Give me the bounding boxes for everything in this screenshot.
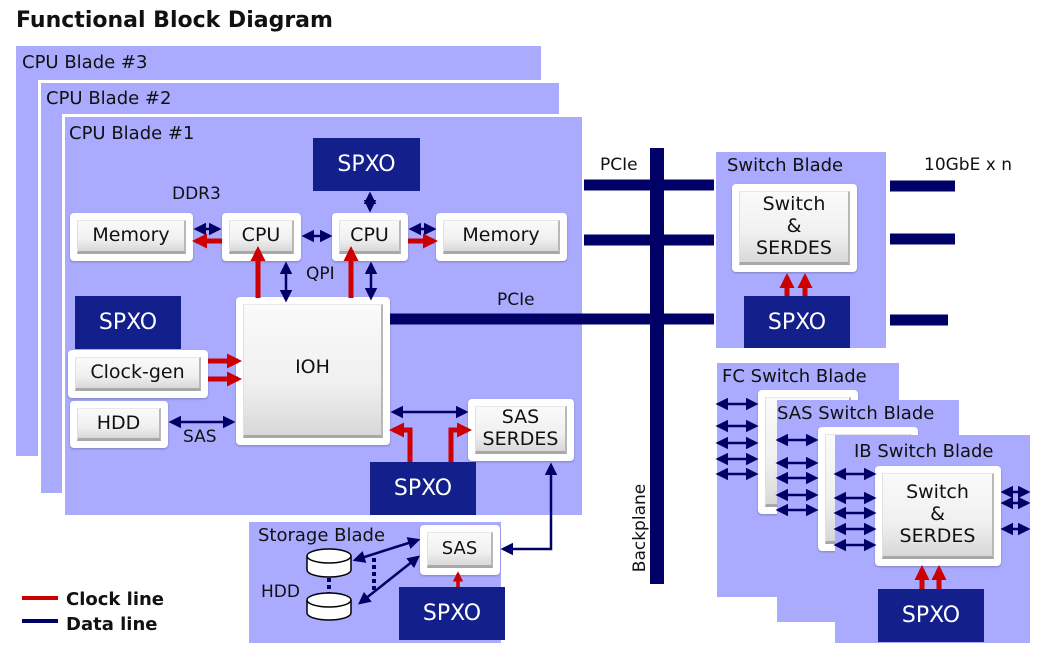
switch-blade-label: Switch Blade bbox=[727, 155, 844, 176]
switch-serdes-line3: SERDES bbox=[756, 236, 832, 259]
memory-left: Memory bbox=[70, 213, 193, 261]
storage-sas-chip-label: SAS bbox=[427, 532, 493, 568]
storage-sas-chip: SAS bbox=[420, 525, 500, 575]
sas-switch-arrows bbox=[775, 433, 819, 517]
ib-switch-blade-label: IB Switch Blade bbox=[854, 441, 994, 462]
spxo-top: SPXO bbox=[313, 138, 420, 191]
uplink-label: 10GbE x n bbox=[924, 155, 1012, 175]
memory-left-label: Memory bbox=[77, 220, 186, 254]
memory-right: Memory bbox=[436, 213, 567, 261]
spxo-left: SPXO bbox=[75, 296, 181, 349]
switch-serdes-main-text: Switch & SERDES bbox=[739, 191, 850, 265]
ib-switch-spxo: SPXO bbox=[878, 589, 984, 642]
sas-serdes-storage-data bbox=[500, 462, 558, 556]
sas-serdes-line2: SERDES bbox=[482, 428, 559, 450]
diagram-title: Functional Block Diagram bbox=[16, 8, 333, 33]
sas-serdes: SAS SERDES bbox=[468, 399, 574, 461]
spxo-ioh-clock bbox=[389, 422, 413, 462]
switch-serdes-line2: & bbox=[786, 215, 802, 238]
qpi-label: QPI bbox=[306, 264, 335, 284]
hdd-disk-icon-1 bbox=[306, 548, 352, 578]
ddr3-label: DDR3 bbox=[172, 184, 221, 204]
clock-gen: Clock-gen bbox=[68, 350, 208, 398]
switch-blade-spxo: SPXO bbox=[744, 296, 850, 348]
storage-hdd-label: HDD bbox=[261, 582, 300, 602]
ib-switch-arrows bbox=[833, 467, 1031, 552]
clock-gen-label: Clock-gen bbox=[75, 357, 201, 391]
hdd-cpu-blade-label: HDD bbox=[77, 408, 161, 441]
ioh: IOH bbox=[236, 297, 390, 445]
sas-serdes-line1: SAS bbox=[501, 406, 540, 429]
ib-switch-line1: Switch bbox=[906, 481, 969, 504]
cpu-blade-1-label: CPU Blade #1 bbox=[69, 123, 195, 144]
hdd-cpu-blade: HDD bbox=[70, 401, 168, 448]
ib-switch-serdes-text: Switch & SERDES bbox=[882, 473, 994, 559]
ioh-label: IOH bbox=[243, 304, 383, 438]
hdd-disk-icon-2 bbox=[306, 592, 352, 621]
cpu-blade-2-label: CPU Blade #2 bbox=[46, 88, 172, 109]
switch-serdes-main: Switch & SERDES bbox=[732, 184, 857, 272]
fc-switch-blade-label: FC Switch Blade bbox=[722, 366, 867, 387]
ib-switch-line2: & bbox=[930, 503, 945, 526]
sas-hdd2-data bbox=[358, 555, 420, 605]
backplane-pcie-label: PCIe bbox=[600, 155, 638, 175]
sas-serdes-text: SAS SERDES bbox=[475, 406, 567, 454]
sas-switch-blade-label: SAS Switch Blade bbox=[777, 403, 935, 424]
fc-switch-arrows bbox=[715, 397, 759, 481]
spxo-sas-serdes-clock bbox=[448, 422, 472, 462]
sas-link-label: SAS bbox=[183, 427, 217, 447]
switch-serdes-line1: Switch bbox=[762, 193, 826, 216]
ib-switch-serdes: Switch & SERDES bbox=[875, 466, 1001, 566]
legend-clock-label: Clock line bbox=[66, 589, 165, 610]
sas-hdd1-data bbox=[352, 537, 421, 563]
spxo-bottom: SPXO bbox=[370, 462, 476, 515]
memory-right-label: Memory bbox=[443, 220, 560, 254]
legend-data-label: Data line bbox=[66, 614, 158, 635]
cpu-blade-3-label: CPU Blade #3 bbox=[22, 52, 148, 73]
pcie-ioh-label: PCIe bbox=[497, 290, 535, 310]
ib-switch-line3: SERDES bbox=[899, 524, 976, 547]
